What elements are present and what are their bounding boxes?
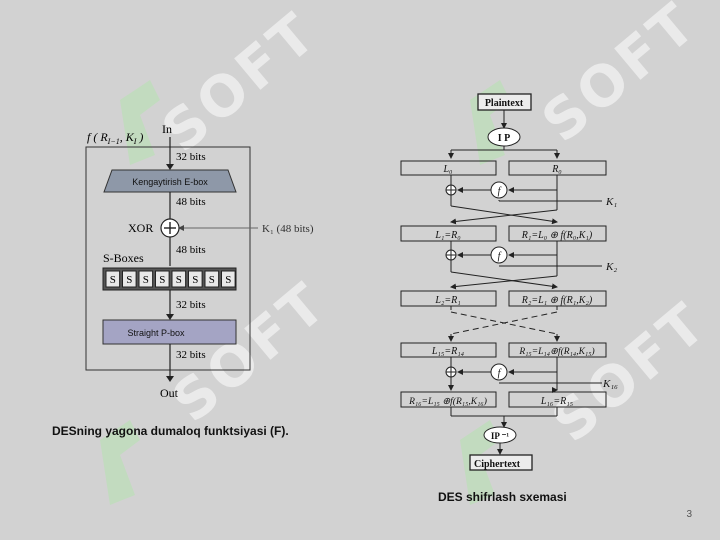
in-label: In xyxy=(162,122,172,136)
page-number: 3 xyxy=(686,509,692,520)
r16-label: R₁₆=L₁₅ ⊕f(R₁₅,K₁₆) xyxy=(408,396,487,407)
sbox-cell-label: S xyxy=(176,274,182,286)
sbox-cell xyxy=(221,270,236,288)
ebox-label: Kengaytirish E-box xyxy=(132,177,208,187)
sbox-cell-label: S xyxy=(143,274,149,286)
sbox-cell xyxy=(204,270,220,288)
sbox-cell xyxy=(188,270,203,288)
k16-label: K₁₆ xyxy=(602,378,618,390)
function-label: f ( RI−1, KI ) xyxy=(87,130,143,146)
l1-label: L₁=R₀ xyxy=(434,230,461,241)
sbox-cell-label: S xyxy=(225,274,231,286)
xor-label: XOR xyxy=(128,221,153,235)
sbox-cell-label: S xyxy=(159,274,165,286)
bits-32-label: 32 bits xyxy=(176,299,206,311)
sbox-cell-label: S xyxy=(192,274,198,286)
r16-box xyxy=(400,391,497,408)
ip-label: I P xyxy=(498,133,511,144)
ciphertext-box xyxy=(469,454,533,471)
l1-box xyxy=(400,225,497,242)
r2-label: R₂=L₁ ⊕ f(R₁,K₂) xyxy=(521,295,593,306)
round-key-label: K₁ (48 bits) xyxy=(262,223,314,235)
ciphertext-label: Ciphertext xyxy=(474,459,521,470)
k1-label: K₁ xyxy=(605,196,617,208)
l2-box xyxy=(400,290,497,307)
f-label: f xyxy=(498,368,502,379)
l2-label: L₂=R₁ xyxy=(434,295,460,306)
l15-box xyxy=(400,342,497,358)
l0-box xyxy=(400,160,497,176)
right-caption: DES shifrlash sxemasi xyxy=(438,490,567,504)
l0-label: L₀ xyxy=(442,164,453,175)
ip-inverse-label: IP ⁻¹ xyxy=(491,431,510,441)
r15-label: R₁₅=L₁₄⊕f(R₁₄,K₁₅) xyxy=(518,346,594,357)
l16-label: L₁₆=R₁₅ xyxy=(540,396,574,407)
straight-p-box xyxy=(102,319,237,345)
bits-48-label: 48 bits xyxy=(176,196,206,208)
sbox-cell xyxy=(122,270,137,288)
sboxes-label: S-Boxes xyxy=(103,251,144,265)
f-label: f xyxy=(498,186,502,197)
sbox-cell-label: S xyxy=(209,274,215,286)
pbox-label: Straight P-box xyxy=(127,328,185,338)
sbox-cell-label: S xyxy=(126,274,132,286)
function-frame xyxy=(85,146,251,371)
sbox-cell xyxy=(171,270,187,288)
bits-32-label: 32 bits xyxy=(176,151,206,163)
sbox-cell xyxy=(155,270,170,288)
r1-label: R₁=L₀ ⊕ f(R₀,K₁) xyxy=(521,230,593,241)
out-label: Out xyxy=(160,386,179,400)
sbox-cell xyxy=(105,270,121,288)
f-label: f xyxy=(498,251,502,262)
left-caption: DESning yagona dumaloq funktsiyasi (F). xyxy=(52,424,289,438)
l15-label: L₁₅=R₁₄ xyxy=(431,346,465,357)
k2-label: K₂ xyxy=(605,261,617,273)
plaintext-label: Plaintext xyxy=(485,98,524,109)
expansion-e-box xyxy=(103,169,237,193)
sbox-cell xyxy=(138,270,154,288)
bits-32-label: 32 bits xyxy=(176,349,206,361)
r0-label: R₀ xyxy=(551,164,562,175)
sbox-cell-label: S xyxy=(110,274,116,286)
bits-48-label: 48 bits xyxy=(176,244,206,256)
